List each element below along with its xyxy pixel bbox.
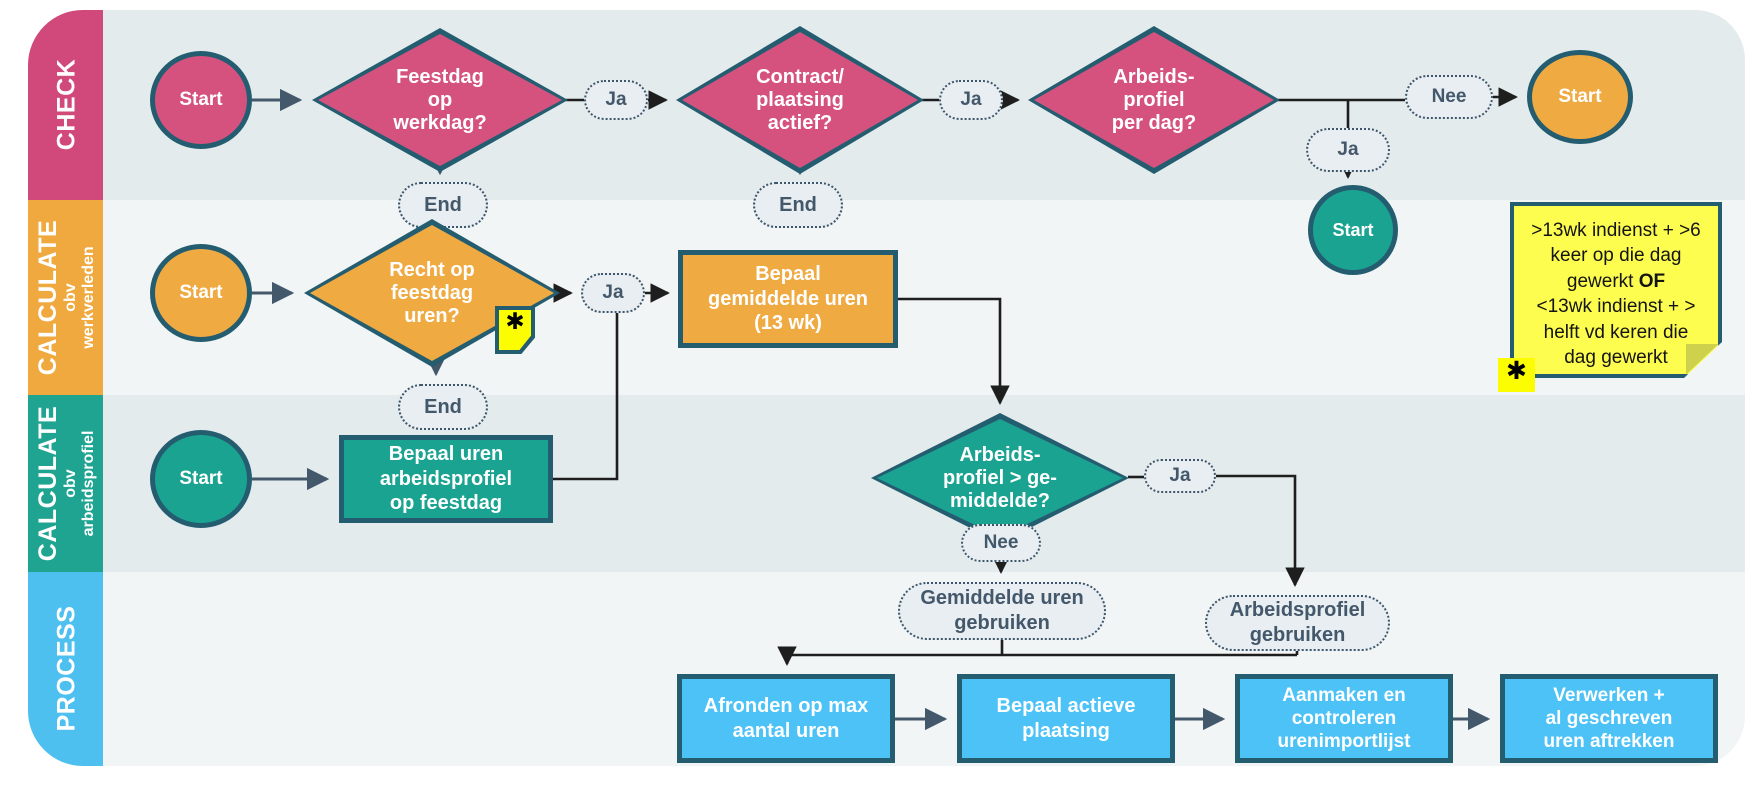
connector-label-ja-2: Ja: [939, 80, 1003, 120]
start-node-label: Start: [179, 89, 223, 110]
lane-bar-calc-arbeidsprofiel: [28, 395, 103, 572]
task-aanmaken-controleren-urenimportlijst: Aanmaken en controleren urenimportlijst: [1235, 674, 1453, 763]
task-verwerken-uren-aftrekken: Verwerken + al geschreven uren aftrekken: [1500, 674, 1718, 763]
connector-label-nee-1: Nee: [1405, 75, 1493, 119]
connector-label-ja-1: Ja: [584, 80, 648, 120]
ja-label: Ja: [1337, 139, 1359, 161]
lane-bar-process: [28, 572, 103, 766]
sticky-note-line: keer op die dag: [1550, 245, 1682, 267]
task-label: Verwerken + al geschreven uren aftrekken: [1543, 684, 1675, 753]
connector-label-ja-3: Ja: [1306, 128, 1390, 172]
start-node-label: Start: [179, 468, 223, 489]
asterisk-glyph: ✱: [1506, 357, 1527, 385]
branch-label: Arbeidsprofiel gebruiken: [1229, 599, 1366, 646]
decision-label: Arbeids- profiel > ge- middelde?: [943, 443, 1057, 512]
sticky-note-line: <13wk indienst + >: [1536, 296, 1696, 318]
asterisk-glyph: ✱: [505, 308, 525, 334]
ja-label: Ja: [602, 282, 624, 304]
connector-label-nee-vergelijk: Nee: [961, 524, 1041, 562]
sticky-note-line: gewerkt OF: [1514, 269, 1718, 294]
end-label: End: [424, 193, 462, 216]
start-node-check: Start: [150, 51, 252, 149]
task-bepaal-actieve-plaatsing: Bepaal actieve plaatsing: [957, 674, 1175, 763]
task-label: Bepaal uren arbeidsprofiel op feestdag: [379, 443, 513, 515]
sticky-note-of: OF: [1638, 270, 1666, 292]
start-node-calc-arbeidsprofiel: Start: [150, 430, 252, 528]
sticky-note-line-text: gewerkt: [1566, 270, 1634, 292]
task-bepaal-gemiddelde-uren: Bepaal gemiddelde uren (13 wk): [678, 250, 898, 348]
branch-arbeidsprofiel-gebruiken: Arbeidsprofiel gebruiken: [1205, 595, 1390, 651]
decision-label: Feestdag op werkdag?: [393, 65, 487, 134]
sticky-note-line: dag gewerkt: [1564, 347, 1668, 369]
ja-label: Ja: [960, 89, 982, 111]
sticky-note-asterisk-marker: ✱: [1498, 357, 1535, 392]
sticky-note-line: helft vd keren die: [1543, 321, 1689, 343]
sticky-note-line: >13wk indienst + >6: [1531, 220, 1701, 241]
task-afronden-op-max: Afronden op max aantal uren: [677, 674, 895, 763]
task-bepaal-uren-arbeidsprofiel: Bepaal uren arbeidsprofiel op feestdag: [339, 435, 553, 523]
start-node-nee-branch: Start: [1527, 50, 1633, 144]
nee-label: Nee: [1431, 86, 1467, 108]
start-node-calc-werkverleden: Start: [150, 244, 252, 342]
task-label: Aanmaken en controleren urenimportlijst: [1277, 684, 1411, 753]
task-label: Bepaal actieve plaatsing: [996, 695, 1136, 742]
start-node-label: Start: [1332, 219, 1374, 240]
decision-label: Arbeids- profiel per dag?: [1111, 65, 1197, 134]
lane-bar-check: [28, 10, 103, 200]
lane-bar-calc-werkverleden: [28, 200, 103, 395]
end-node-2: End: [753, 182, 843, 228]
nee-label: Nee: [983, 532, 1019, 554]
end-label: End: [424, 395, 462, 418]
branch-label: Gemiddelde uren gebruiken: [920, 587, 1084, 634]
task-label: Bepaal gemiddelde uren (13 wk): [707, 263, 869, 335]
branch-gemiddelde-uren-gebruiken: Gemiddelde uren gebruiken: [898, 582, 1106, 640]
connector-label-ja-vergelijk: Ja: [1144, 459, 1216, 493]
decision-label: Contract/ plaatsing actief?: [756, 65, 844, 134]
end-node-3: End: [398, 384, 488, 430]
start-node-label: Start: [1558, 86, 1602, 107]
connector-label-ja-calc: Ja: [581, 273, 645, 313]
ja-label: Ja: [1169, 465, 1191, 487]
end-node-1: End: [398, 182, 488, 228]
start-node-label: Start: [179, 282, 223, 303]
sticky-note: >13wk indienst + >6 keer op die dag gewe…: [1510, 202, 1722, 378]
task-label: Afronden op max aantal uren: [703, 695, 869, 742]
start-node-ja-branch: Start: [1308, 185, 1398, 275]
ja-label: Ja: [605, 89, 627, 111]
end-label: End: [779, 193, 817, 216]
asterisk-note-fill: ✱: [499, 310, 531, 350]
decision-label: Recht op feestdag uren?: [389, 258, 475, 327]
